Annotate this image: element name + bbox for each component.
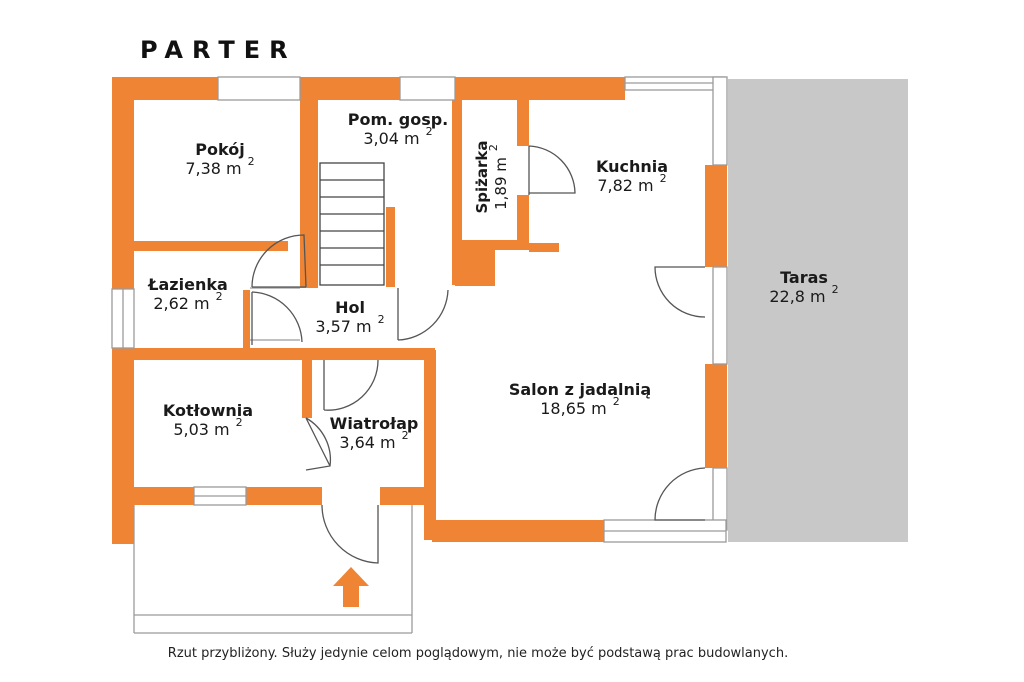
wall-kotl-wiatr xyxy=(302,350,312,418)
room-name: Salon z jadalnią xyxy=(508,380,652,399)
room-kuchnia: Kuchnia 7,82 m 2 xyxy=(572,157,692,195)
room-name: Kuchnia xyxy=(595,157,669,176)
area-unit-sup: 2 xyxy=(487,144,500,152)
room-taras: Taras 22,8 m 2 xyxy=(744,268,864,306)
door-lazienka xyxy=(251,291,303,345)
room-lazienka: Łazienka 2,62 m 2 xyxy=(128,275,248,313)
wall-top-mid xyxy=(300,77,400,100)
door-wiatrolap xyxy=(323,359,379,411)
wall-kotl-bottom-r xyxy=(246,487,322,505)
wall-spiz-bottom xyxy=(459,240,527,250)
room-wiatrolap: Wiatrołap 3,64 m 2 xyxy=(314,414,434,452)
room-pom-gosp: Pom. gosp. 3,04 m 2 xyxy=(333,110,463,148)
door-spizarka xyxy=(528,145,576,195)
area-unit-sup: 2 xyxy=(377,313,385,326)
room-pokoj: Pokój 7,38 m 2 xyxy=(160,140,280,178)
wall-lazienka-right xyxy=(243,290,250,348)
room-area: 3,64 m xyxy=(339,433,396,452)
stairs xyxy=(319,162,385,286)
window-pokoj xyxy=(217,76,301,101)
wall-wiatr-bottom xyxy=(380,487,430,505)
room-area: 5,03 m xyxy=(173,420,230,439)
door-hol xyxy=(397,288,449,341)
disclaimer-note: Rzut przybliżony. Służy jedynie celom po… xyxy=(167,646,789,661)
room-hol: Hol 3,57 m 2 xyxy=(290,298,410,336)
wall-right-a xyxy=(705,165,727,267)
wall-spiz-kuch xyxy=(517,90,529,146)
area-unit-sup: 2 xyxy=(235,416,243,429)
wall-spiz-stub xyxy=(529,243,559,252)
room-kotlownia: Kotłownia 5,03 m 2 xyxy=(148,401,268,439)
door-pokoj xyxy=(251,234,307,288)
wall-right-b xyxy=(705,364,727,468)
terrace-area xyxy=(728,79,908,542)
area-unit-sup: 2 xyxy=(612,395,620,408)
walls xyxy=(112,77,727,544)
doors xyxy=(251,145,706,564)
room-area: 1,89 m xyxy=(492,157,510,210)
room-name: Spiżarka xyxy=(473,140,491,214)
room-area: 7,38 m xyxy=(185,159,242,178)
room-area: 2,62 m xyxy=(153,294,210,313)
room-name: Hol xyxy=(335,298,365,317)
door-kotlownia xyxy=(305,417,332,471)
wall-spiz-kuch-low xyxy=(517,195,529,250)
room-name: Łazienka xyxy=(148,275,228,294)
windows xyxy=(111,76,728,543)
room-area: 7,82 m xyxy=(597,176,654,195)
room-salon: Salon z jadalnią 18,65 m 2 xyxy=(490,380,670,418)
room-area: 18,65 m xyxy=(540,399,607,418)
area-unit-sup: 2 xyxy=(659,172,667,185)
wall-stub-hol xyxy=(455,250,495,286)
area-unit-sup: 2 xyxy=(425,125,433,138)
wall-pokoj-hol xyxy=(128,241,288,251)
room-area: 3,57 m xyxy=(315,317,372,336)
wall-top-right xyxy=(455,77,625,100)
room-name: Wiatrołap xyxy=(329,414,419,433)
window-right-upper xyxy=(712,76,728,166)
wall-kotl-bottom-l xyxy=(128,487,194,505)
room-area: 22,8 m xyxy=(769,287,826,306)
wall-pom-spiz xyxy=(452,90,462,285)
door-salon-terrace xyxy=(654,467,706,521)
door-kitchen-terrace xyxy=(654,266,706,318)
area-unit-sup: 2 xyxy=(401,429,409,442)
wall-pokoj-pom xyxy=(300,90,318,288)
wall-left-upper xyxy=(112,77,134,289)
wall-stair-right xyxy=(386,207,395,287)
window-right-mid xyxy=(712,266,728,365)
wall-bottom-salon xyxy=(432,520,604,542)
area-unit-sup: 2 xyxy=(831,283,839,296)
room-name: Taras xyxy=(780,268,828,287)
door-entrance xyxy=(321,504,379,564)
entrance-arrow-icon xyxy=(333,567,369,607)
wall-mid-band xyxy=(128,348,432,360)
window-pom xyxy=(399,76,456,101)
room-name: Pokój xyxy=(195,140,245,159)
area-unit-sup: 2 xyxy=(247,155,255,168)
plan-title: PARTER xyxy=(140,36,297,64)
area-unit-sup: 2 xyxy=(215,290,223,303)
thin-lines xyxy=(133,287,413,634)
room-spizarka: Spiżarka 1,89 m 2 xyxy=(473,102,510,252)
room-name: Kotłownia xyxy=(162,401,254,420)
wall-porch-post xyxy=(112,505,134,542)
wall-top-left xyxy=(112,77,218,100)
room-area: 3,04 m xyxy=(363,129,420,148)
room-name: Pom. gosp. xyxy=(347,110,449,129)
